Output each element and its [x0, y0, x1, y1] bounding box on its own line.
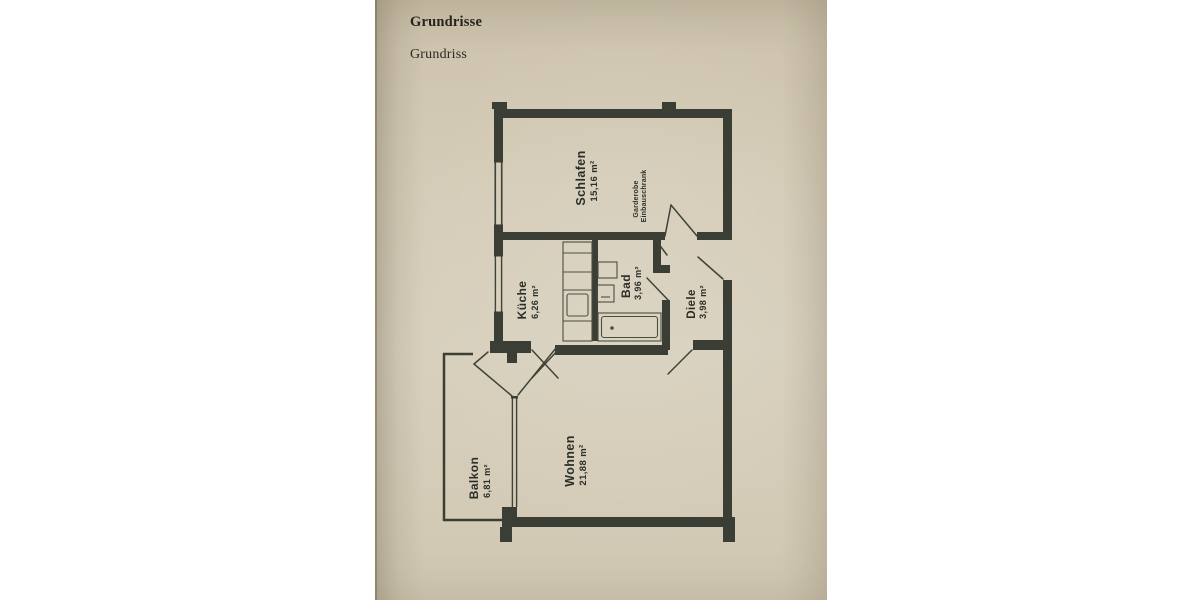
floorplan-drawing: Schlafen 15,16 m² Garderobe Einbauschran… — [442, 102, 735, 542]
wall-schlafen-door-stub — [697, 232, 732, 240]
balkon-label: Balkon 6,81 m² — [467, 457, 492, 499]
wall-left-kueche-upper — [494, 240, 503, 256]
kitchen-sink — [566, 293, 589, 317]
wall-balcony-door-hinge-block — [507, 341, 517, 363]
wall-bad-diele-step — [653, 265, 670, 273]
kueche-window — [494, 254, 503, 314]
room-area: 21,88 m² — [578, 444, 589, 485]
wall-wohnen-top — [555, 345, 668, 355]
garderobe-annotation: Garderobe Einbauschrank — [633, 170, 648, 223]
balcony-walls — [442, 352, 503, 522]
wall-right-upper — [723, 109, 732, 240]
room-name: Küche — [515, 281, 529, 320]
room-area: 6,81 m² — [482, 464, 492, 498]
room-name: Schlafen — [574, 150, 588, 205]
entrance-door — [697, 256, 724, 280]
balcony-door — [473, 347, 557, 397]
kitchen-counter — [562, 241, 593, 342]
room-name: Bad — [619, 274, 633, 298]
balcony-window — [511, 396, 518, 507]
bad-door — [646, 277, 670, 302]
diele-label: Diele 3,98 m² — [686, 285, 708, 319]
fixtures — [562, 241, 662, 342]
wall-schlafen-bottom — [494, 232, 665, 240]
bathtub — [597, 312, 662, 342]
wall-diele-wohnen-stub — [693, 340, 732, 350]
garderobe-leader-line — [654, 238, 668, 256]
wall-stub-top-left — [492, 102, 507, 109]
washbasin — [597, 261, 618, 279]
wall-bad-diele-upper — [653, 240, 661, 267]
room-area: 3,96 m² — [633, 266, 643, 300]
floorplan-photo: Grundrisse Grundriss — [375, 0, 827, 600]
diele-wohnen-door — [667, 349, 693, 375]
wall-top — [494, 109, 732, 118]
wall-left-schlafen-upper — [494, 118, 503, 162]
title-block: Grundrisse Grundriss — [410, 14, 482, 63]
room-name: Balkon — [467, 457, 481, 499]
room-name: Diele — [686, 289, 698, 319]
room-labels: Schlafen 15,16 m² Garderobe Einbauschran… — [467, 150, 708, 499]
document-subtitle: Grundriss — [410, 47, 468, 62]
bathtub-drain — [610, 326, 614, 330]
room-area: 3,98 m² — [698, 285, 708, 319]
wall-stub-top-right — [662, 102, 676, 109]
room-area: 6,26 m² — [530, 285, 540, 319]
room-name: Wohnen — [563, 435, 577, 486]
wall-kueche-bad-divider — [592, 240, 598, 341]
toilet — [596, 284, 615, 303]
bad-label: Bad 3,96 m² — [619, 266, 643, 300]
annotation-line1: Garderobe — [633, 180, 640, 217]
walls — [490, 102, 735, 542]
wall-stub-bottom-left — [500, 527, 512, 542]
room-area: 15,16 m² — [589, 160, 600, 201]
schlafen-door — [664, 204, 698, 237]
wall-bad-diele-lower — [662, 300, 670, 350]
wall-stub-bottom-right — [723, 527, 735, 542]
wall-bottom — [502, 517, 735, 527]
wohnen-label: Wohnen 21,88 m² — [563, 435, 589, 486]
bathroom-fixtures — [596, 261, 662, 342]
schlafen-label: Schlafen 15,16 m² — [574, 150, 600, 205]
kueche-label: Küche 6,26 m² — [515, 281, 540, 320]
doors — [473, 204, 724, 397]
wall-left-kueche-lower — [494, 313, 503, 353]
wall-right-lower — [723, 280, 732, 527]
schlafen-window — [494, 160, 503, 227]
annotation-line2: Einbauschrank — [641, 170, 648, 223]
windows — [494, 160, 518, 507]
document-title: Grundrisse — [410, 14, 483, 30]
